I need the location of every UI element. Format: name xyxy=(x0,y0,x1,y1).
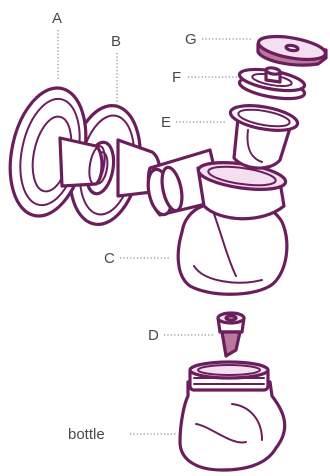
label-f-group: F xyxy=(172,69,238,86)
label-bottle: bottle xyxy=(68,426,105,443)
part-f-cap-insert xyxy=(238,65,306,102)
label-a: A xyxy=(52,10,62,27)
label-e: E xyxy=(161,114,171,131)
bottle xyxy=(180,362,285,470)
label-c: C xyxy=(104,250,115,267)
label-a-group: A xyxy=(52,10,62,80)
label-b: B xyxy=(111,33,121,50)
label-c-group: C xyxy=(104,250,170,267)
part-d-valve xyxy=(218,313,244,356)
part-e-membrane-cup xyxy=(229,101,300,168)
label-f: F xyxy=(172,69,181,86)
label-d-group: D xyxy=(148,327,214,344)
part-c-pump-body xyxy=(144,150,287,294)
part-g-lid xyxy=(257,32,327,65)
label-b-group: B xyxy=(111,33,121,108)
label-g: G xyxy=(185,31,197,48)
label-e-group: E xyxy=(161,114,226,131)
label-d: D xyxy=(148,327,159,344)
label-g-group: G xyxy=(185,31,252,48)
label-bottle-group: bottle xyxy=(68,426,176,443)
